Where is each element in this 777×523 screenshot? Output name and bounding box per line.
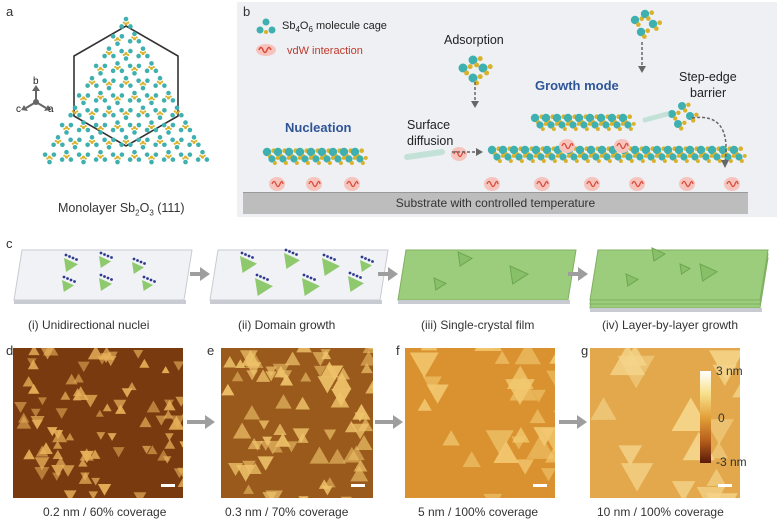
vdw-interaction-icon bbox=[256, 44, 276, 56]
stm-image-d bbox=[13, 348, 183, 498]
substrate-bar: Substrate with controlled temperature bbox=[243, 192, 748, 214]
stm-caption-d: 0.2 nm / 60% coverage bbox=[43, 505, 167, 519]
colorbar-min: -3 nm bbox=[716, 455, 747, 469]
step-label-1: (i) Unidirectional nuclei bbox=[28, 318, 150, 332]
arrow-icon bbox=[187, 415, 215, 429]
stm-image-e bbox=[221, 348, 373, 498]
label-barrier: barrier bbox=[690, 86, 727, 100]
growth-mechanism-diagram bbox=[262, 9, 747, 191]
panel-label-e: e bbox=[207, 343, 215, 358]
axis-label-b: b bbox=[33, 76, 39, 87]
panel-label-b: b bbox=[243, 4, 251, 19]
sb2o3-lattice-diagram bbox=[42, 16, 210, 165]
label-nucleation: Nucleation bbox=[285, 120, 352, 135]
molecule-cage-icon bbox=[256, 18, 276, 34]
colorbar-max: 3 nm bbox=[716, 364, 743, 378]
step-label-2: (ii) Domain growth bbox=[238, 318, 336, 332]
legend-molecule-cage: Sb4O6 molecule cage bbox=[282, 20, 387, 35]
stm-caption-g: 10 nm / 100% coverage bbox=[597, 505, 724, 519]
axis-label-c: c bbox=[16, 104, 21, 115]
colorbar-mid: 0 bbox=[718, 411, 725, 425]
growth-stages-diagram bbox=[13, 247, 769, 312]
panel-label-g: g bbox=[581, 343, 589, 358]
panel-label-d: d bbox=[6, 343, 14, 358]
label-adsorption: Adsorption bbox=[444, 33, 504, 47]
panel-label-a: a bbox=[6, 4, 14, 19]
stm-caption-f: 5 nm / 100% coverage bbox=[418, 505, 539, 519]
height-colorbar bbox=[700, 371, 711, 463]
label-surface: Surface bbox=[407, 118, 451, 132]
axis-label-a: a bbox=[48, 104, 54, 115]
stm-caption-e: 0.3 nm / 70% coverage bbox=[225, 505, 349, 519]
step-label-3: (iii) Single-crystal film bbox=[421, 318, 535, 332]
arrow-icon bbox=[559, 415, 587, 429]
panel-a-caption: Monolayer Sb2O3 (111) bbox=[58, 201, 185, 218]
crystal-axes-icon bbox=[21, 85, 51, 111]
stm-image-g bbox=[590, 348, 740, 498]
step-label-4: (iv) Layer-by-layer growth bbox=[602, 318, 739, 332]
label-step-edge: Step-edge bbox=[679, 70, 737, 84]
legend-vdw: vdW interaction bbox=[287, 45, 363, 57]
label-diffusion: diffusion bbox=[407, 134, 454, 148]
panel-label-f: f bbox=[396, 343, 400, 358]
arrow-icon bbox=[375, 415, 403, 429]
label-growth-mode: Growth mode bbox=[535, 78, 619, 93]
panel-label-c: c bbox=[6, 236, 13, 251]
stm-image-f bbox=[405, 348, 555, 498]
